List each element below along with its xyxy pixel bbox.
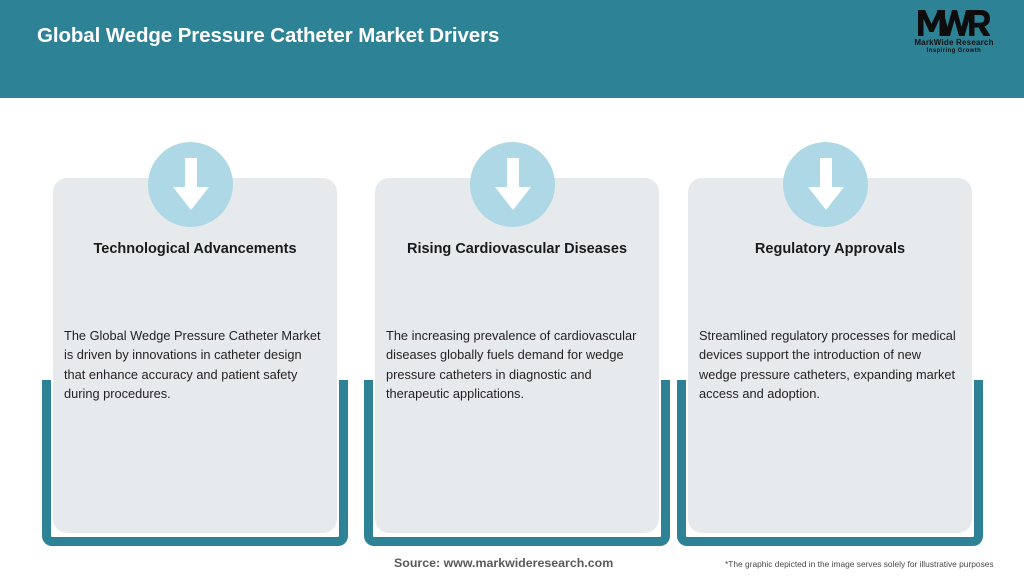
driver-card: Rising Cardiovascular Diseases The incre… — [364, 98, 670, 548]
card-heading: Regulatory Approvals — [754, 241, 906, 257]
card-frame-accent — [42, 380, 348, 546]
driver-card: Technological Advancements The Global We… — [42, 98, 348, 548]
card-panel — [688, 178, 972, 533]
card-body-text: The increasing prevalence of cardiovascu… — [386, 328, 637, 402]
mwr-logo-icon — [906, 9, 1002, 37]
source-label: Source: www.markwideresearch.com — [394, 556, 614, 570]
down-arrow-icon — [148, 142, 233, 227]
down-arrow-icon — [470, 142, 555, 227]
card-heading: Rising Cardiovascular Diseases — [406, 241, 628, 257]
card-panel — [53, 178, 337, 533]
card-frame-accent — [364, 380, 670, 546]
header-bar: Global Wedge Pressure Catheter Market Dr… — [0, 0, 1024, 98]
driver-card: Regulatory Approvals Streamlined regulat… — [677, 98, 983, 548]
logo-tagline: Inspiring Growth — [926, 48, 982, 54]
card-frame-accent — [677, 380, 983, 546]
down-arrow-icon — [783, 142, 868, 227]
driver-cards-container: Technological Advancements The Global We… — [0, 98, 1024, 548]
card-panel — [375, 178, 659, 533]
page-title: Global Wedge Pressure Catheter Market Dr… — [37, 24, 500, 47]
logo-company-name: MarkWide Research — [914, 38, 994, 47]
card-body-text: The Global Wedge Pressure Catheter Marke… — [64, 328, 321, 402]
disclaimer-note: *The graphic depicted in the image serve… — [725, 559, 994, 569]
card-body-text: Streamlined regulatory processes for med… — [699, 328, 956, 402]
brand-logo: MarkWide Research Inspiring Growth — [906, 9, 1002, 61]
card-heading: Technological Advancements — [93, 241, 297, 257]
